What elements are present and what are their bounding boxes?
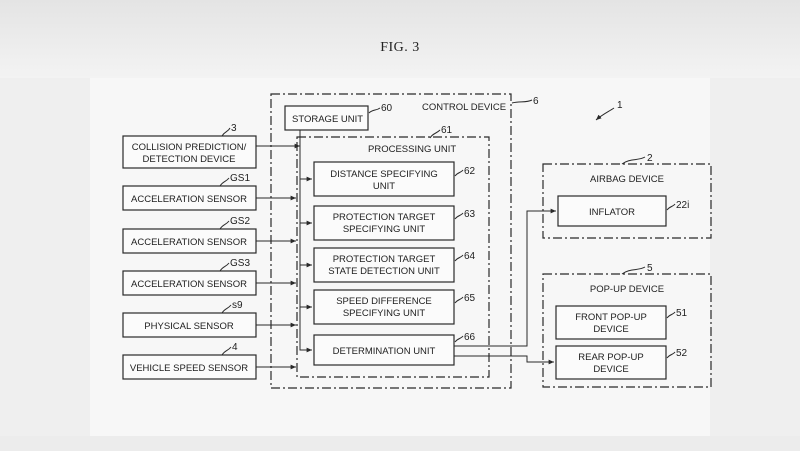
inflator-box [557, 195, 667, 227]
vehicle-speed-label: VEHICLE SPEED SENSOR [130, 363, 248, 374]
determination-leader [454, 335, 464, 343]
determination-to-popup-arrow [454, 355, 554, 365]
collision-leader [221, 127, 231, 137]
determination-label: DETERMINATION UNIT [333, 346, 436, 357]
accel1-label: ACCELERATION SENSOR [131, 194, 247, 205]
state-label-line2: STATE DETECTION UNIT [328, 266, 440, 277]
control-device-leader [511, 99, 533, 104]
vehicle-speed-leader [221, 346, 232, 356]
rear-popup-device-box [555, 345, 667, 380]
state-label-line1: PROTECTION TARGET [333, 254, 436, 265]
speed-difference-unit-box [313, 289, 455, 325]
accel1-leader [219, 177, 230, 187]
target-leader [454, 212, 464, 220]
target-label-line2: SPECIFYING UNIT [343, 224, 426, 235]
distance-specifying-unit-box [313, 161, 455, 197]
internal-bus-line [299, 130, 312, 353]
control-device-ref: 6 [533, 96, 539, 107]
processing-unit-leader [429, 129, 441, 139]
popup-device-label: POP-UP DEVICE [590, 284, 664, 295]
physical-sensor-box [122, 312, 257, 338]
collision-label-line1: COLLISION PREDICTION/ [132, 142, 247, 153]
acceleration-sensor-3-box [122, 270, 257, 296]
airbag-device-ref: 2 [647, 153, 653, 164]
accel2-ref: GS2 [230, 216, 250, 227]
storage-unit-label: STORAGE UNIT [292, 114, 363, 125]
accel2-leader [219, 220, 230, 230]
front-popup-label-line1: FRONT POP-UP [575, 312, 647, 323]
system-ref-arrow [595, 107, 615, 121]
distance-ref: 62 [464, 166, 476, 177]
airbag-device-label: AIRBAG DEVICE [590, 174, 664, 185]
airbag-device-leader [621, 156, 646, 165]
accel2-label: ACCELERATION SENSOR [131, 237, 247, 248]
collision-label-line2: DETECTION DEVICE [143, 154, 236, 165]
distance-leader [454, 169, 464, 177]
acceleration-sensor-2-box [122, 228, 257, 254]
speed-ref: 65 [464, 293, 476, 304]
speed-label-line2: SPECIFYING UNIT [343, 308, 426, 319]
blurred-background-bottom [0, 436, 800, 451]
popup-device-ref: 5 [647, 263, 653, 274]
storage-unit-leader [368, 107, 381, 114]
front-popup-leader [666, 311, 676, 319]
physical-leader [221, 304, 232, 314]
processing-unit-frame [296, 136, 490, 378]
determination-to-inflator-arrow [454, 208, 556, 347]
target-label-line1: PROTECTION TARGET [333, 212, 436, 223]
target-specifying-unit-box [313, 205, 455, 241]
state-leader [454, 254, 464, 262]
airbag-device-frame [542, 163, 712, 239]
state-detection-unit-box [313, 247, 455, 283]
popup-device-frame [542, 273, 712, 388]
system-ref: 1 [617, 100, 623, 111]
speed-leader [454, 296, 464, 304]
front-popup-ref: 51 [676, 308, 688, 319]
state-ref: 64 [464, 251, 476, 262]
acceleration-sensor-1-box [122, 185, 257, 211]
inflator-label: INFLATOR [589, 207, 635, 218]
determination-unit-box [313, 334, 455, 366]
determination-ref: 66 [464, 332, 476, 343]
speed-label-line1: SPEED DIFFERENCE [336, 296, 432, 307]
rear-popup-ref: 52 [676, 348, 688, 359]
collision-device-box [122, 135, 257, 169]
storage-unit-ref: 60 [381, 103, 393, 114]
front-popup-device-box [555, 305, 667, 340]
front-popup-label-line2: DEVICE [593, 324, 628, 335]
storage-unit-box [284, 105, 369, 131]
distance-label-line1: DISTANCE SPECIFYING [330, 169, 438, 180]
rear-popup-label-line2: DEVICE [593, 364, 628, 375]
rear-popup-leader [666, 351, 676, 359]
accel3-leader [219, 262, 230, 272]
vehicle-speed-ref: 4 [232, 342, 238, 353]
physical-label: PHYSICAL SENSOR [144, 321, 234, 332]
processing-unit-label: PROCESSING UNIT [368, 144, 456, 155]
popup-device-leader [621, 266, 646, 275]
figure-title: FIG. 3 [380, 40, 420, 55]
accel3-label: ACCELERATION SENSOR [131, 279, 247, 290]
vehicle-speed-sensor-box [122, 354, 257, 380]
accel3-ref: GS3 [230, 258, 250, 269]
accel1-ref: GS1 [230, 173, 250, 184]
physical-ref: s9 [232, 300, 243, 311]
target-ref: 63 [464, 209, 476, 220]
blurred-background-top [0, 0, 800, 78]
inflator-ref: 22i [676, 200, 689, 211]
distance-label-line2: UNIT [373, 181, 395, 192]
inflator-leader [666, 203, 676, 211]
rear-popup-label-line1: REAR POP-UP [578, 352, 643, 363]
collision-ref: 3 [231, 123, 237, 134]
processing-unit-ref: 61 [441, 125, 453, 136]
control-device-label: CONTROL DEVICE [422, 102, 506, 113]
